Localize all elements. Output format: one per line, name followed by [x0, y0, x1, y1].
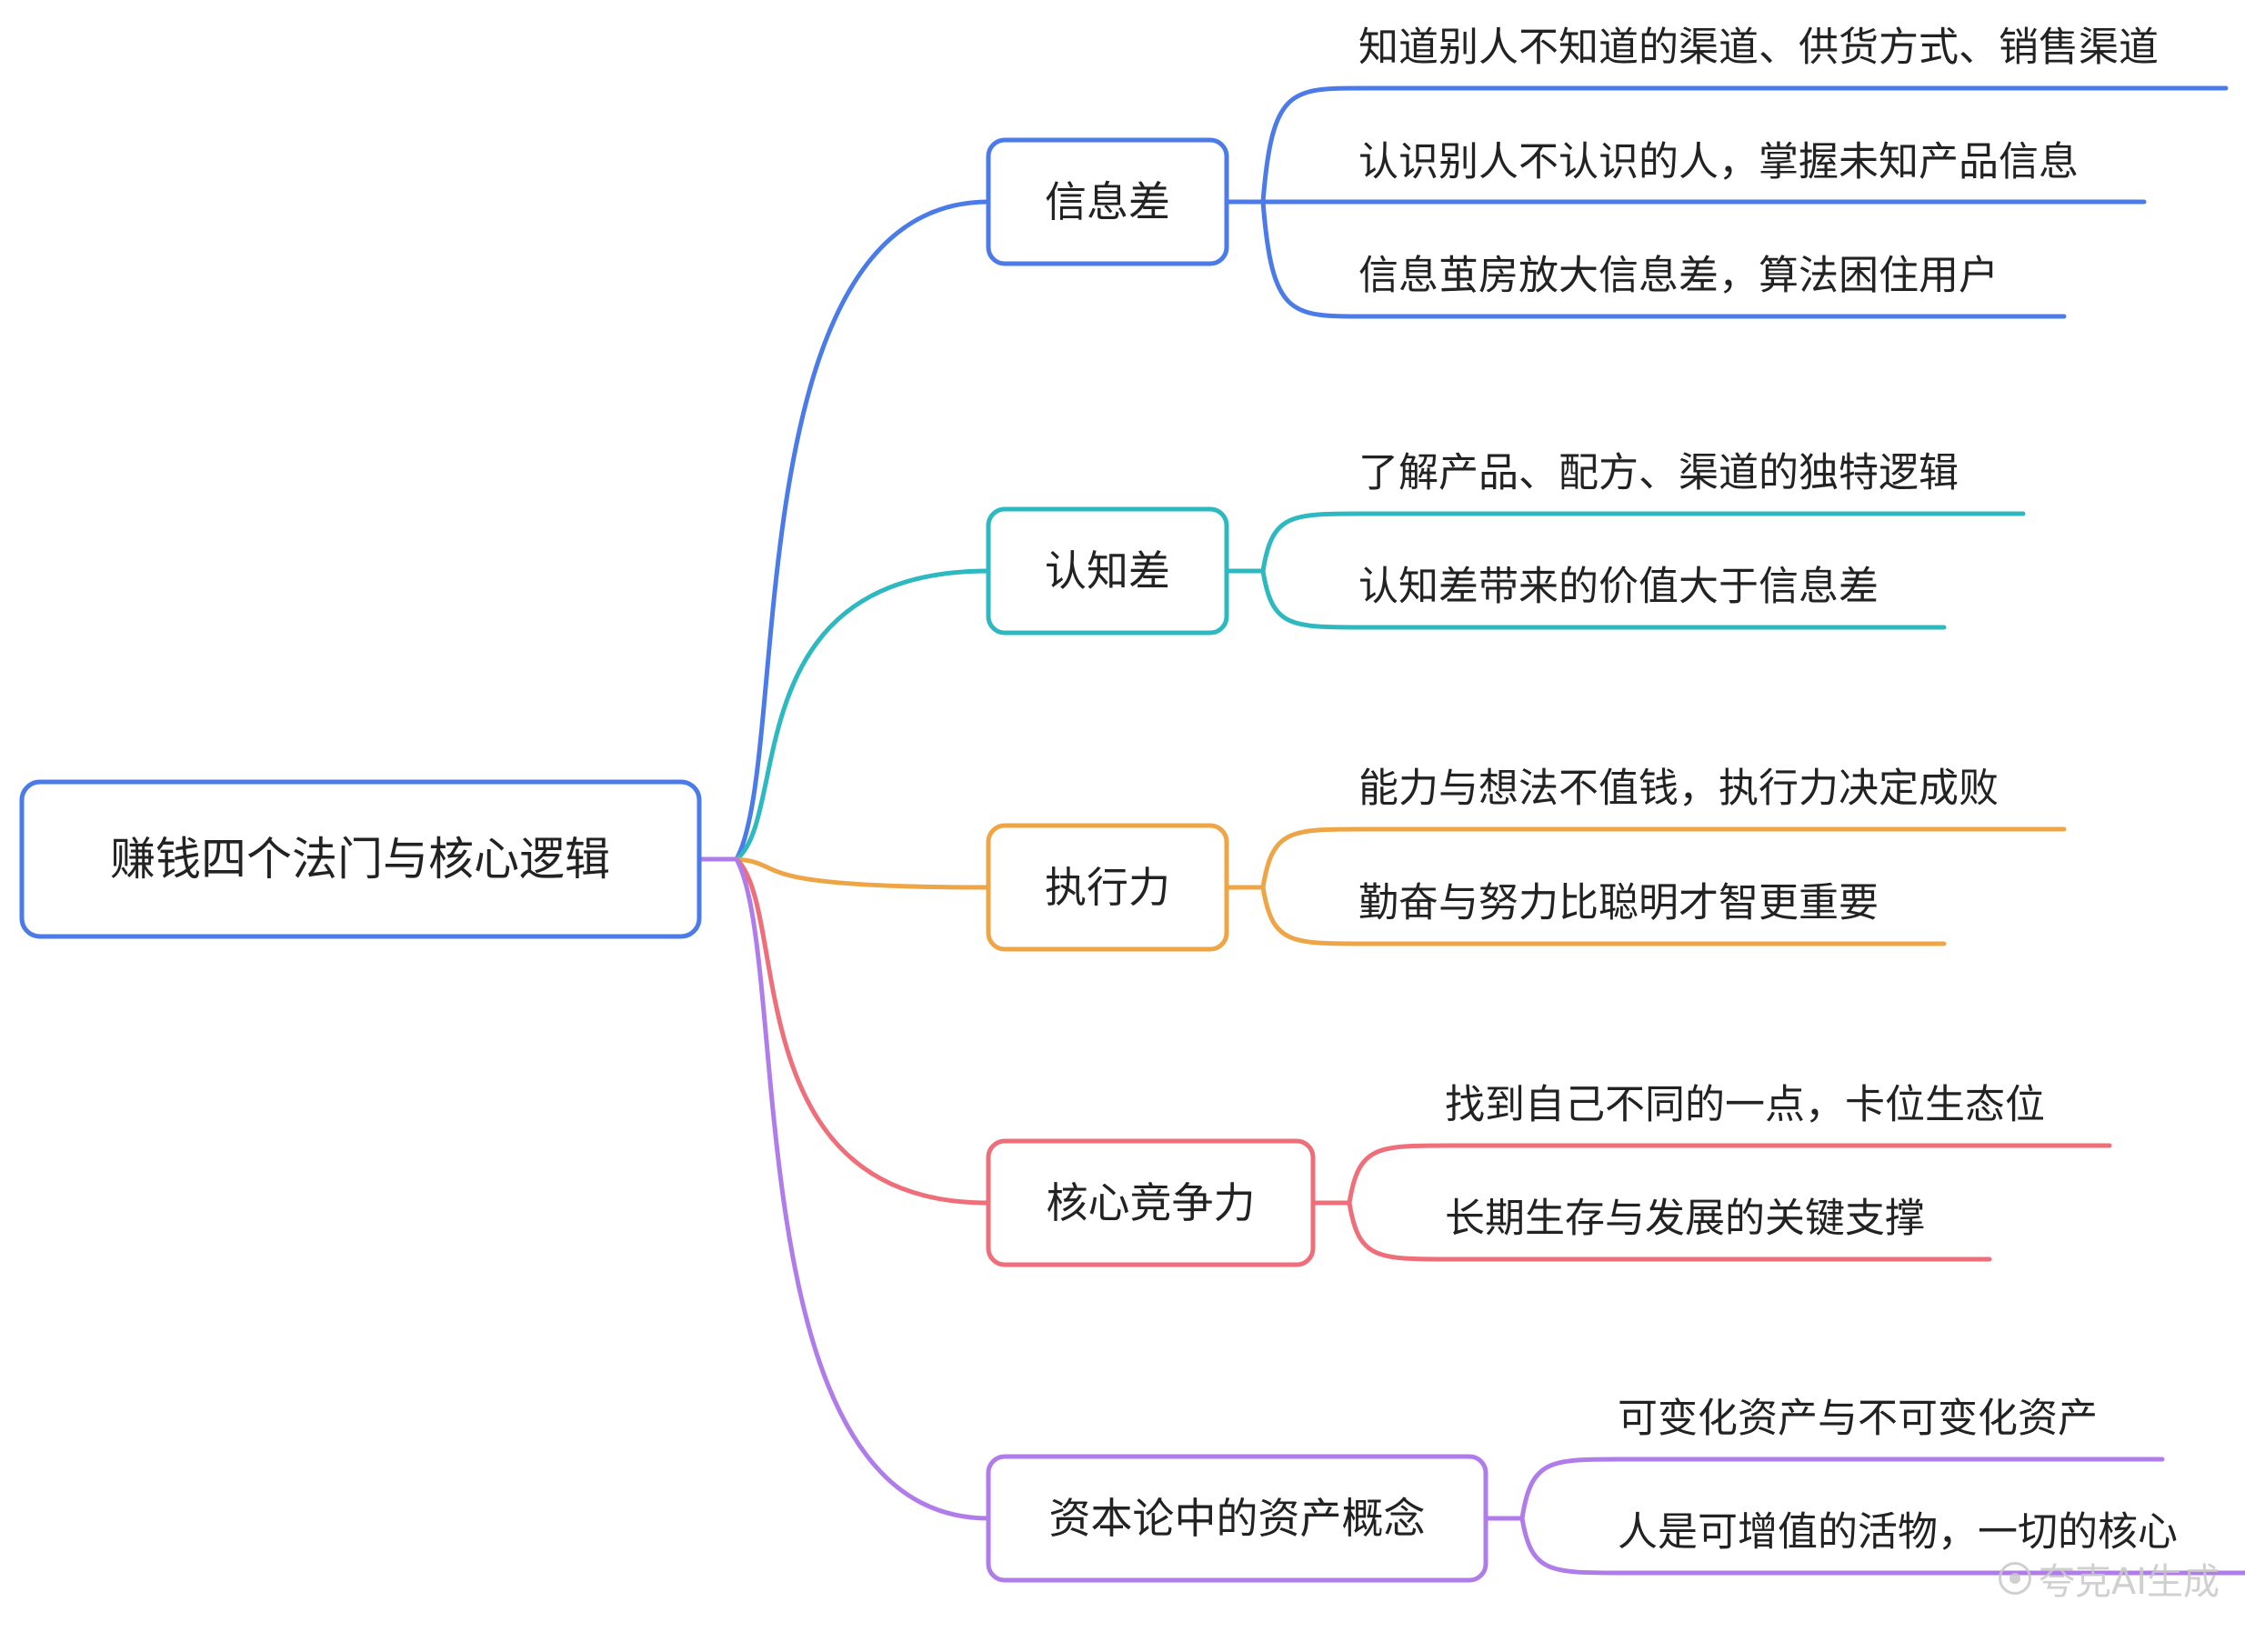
branch-node[interactable]: 资本论中的资产概念 — [986, 1454, 1488, 1583]
branch-node-label: 执行力 — [1045, 863, 1170, 912]
leaf-underline — [1260, 199, 2067, 319]
leaf-node-label[interactable]: 可变化资产与不可变化资产 — [1618, 1396, 2098, 1442]
leaf-underline — [1260, 85, 2229, 205]
leaf-node-label[interactable]: 认知差带来的价值大于信息差 — [1358, 564, 1879, 610]
quark-logo-icon — [1998, 1562, 2031, 1595]
root-node-label: 赚钱四个法门与核心逻辑 — [110, 833, 610, 886]
leaf-node-label[interactable]: 人是可增值的活物，一切的核心 — [1618, 1509, 2178, 1556]
branch-node[interactable]: 认知差 — [986, 506, 1229, 636]
watermark: 夸克AI生成 — [1998, 1552, 2220, 1605]
leaf-node-label[interactable]: 认识别人不认识的人，掌握未知产品信息 — [1358, 139, 2079, 185]
branch-connector — [734, 856, 991, 890]
connectors — [699, 85, 2245, 1576]
branch-node[interactable]: 执行力 — [986, 823, 1229, 952]
leaf-node-label[interactable]: 知道别人不知道的渠道、供货方式、销售渠道 — [1358, 25, 2159, 71]
branch-node-label: 信息差 — [1045, 177, 1170, 226]
branch-node[interactable]: 信息差 — [986, 137, 1229, 266]
root-node-box — [19, 779, 702, 939]
leaf-underline — [1347, 1200, 1992, 1262]
leaf-node-label[interactable]: 了解产品、配方、渠道的独特逻辑 — [1358, 450, 1959, 496]
root-node[interactable]: 赚钱四个法门与核心逻辑 — [19, 779, 702, 939]
leaf-node-label[interactable]: 勤奋与努力比聪明才智更重要 — [1358, 880, 1879, 926]
branch-node-label: 核心竞争力 — [1047, 1178, 1256, 1227]
branch-node-box — [986, 823, 1229, 952]
leaf-node-label[interactable]: 长期生存与发展的关键支撑 — [1445, 1196, 1925, 1242]
branch-node-box — [986, 506, 1229, 636]
leaf-node-label[interactable]: 信息茧房放大信息差，算法困住用户 — [1358, 253, 1999, 299]
branch-connector — [734, 199, 991, 862]
leaf-underline — [1260, 511, 2026, 574]
leaf-underline — [1519, 1516, 2245, 1576]
leaf-underline — [1347, 1143, 2112, 1206]
leaf-underline — [1519, 1457, 2165, 1521]
leaf-underline — [1260, 568, 1947, 630]
leaf-nodes: 知道别人不知道的渠道、供货方式、销售渠道认识别人不认识的人，掌握未知产品信息信息… — [1358, 25, 2178, 1556]
branch-node-box — [986, 1138, 1316, 1267]
branch-connector — [734, 856, 991, 1521]
branch-node-label: 资本论中的资产概念 — [1049, 1494, 1426, 1543]
leaf-node-label[interactable]: 找到自己不同的一点，卡位生态位 — [1445, 1082, 2045, 1128]
leaf-node-label[interactable]: 能力与想法不值钱，执行力决定成败 — [1358, 766, 1999, 812]
watermark-text: 夸克AI生成 — [2038, 1561, 2220, 1603]
branch-node-box — [986, 1454, 1488, 1583]
branch-connector — [734, 568, 991, 862]
leaf-underline — [1260, 826, 2067, 890]
leaf-underline — [1260, 885, 1947, 946]
branch-connector — [734, 856, 991, 1206]
branch-node[interactable]: 核心竞争力 — [986, 1138, 1316, 1267]
branch-node-box — [986, 137, 1229, 266]
branch-node-label: 认知差 — [1045, 546, 1170, 596]
